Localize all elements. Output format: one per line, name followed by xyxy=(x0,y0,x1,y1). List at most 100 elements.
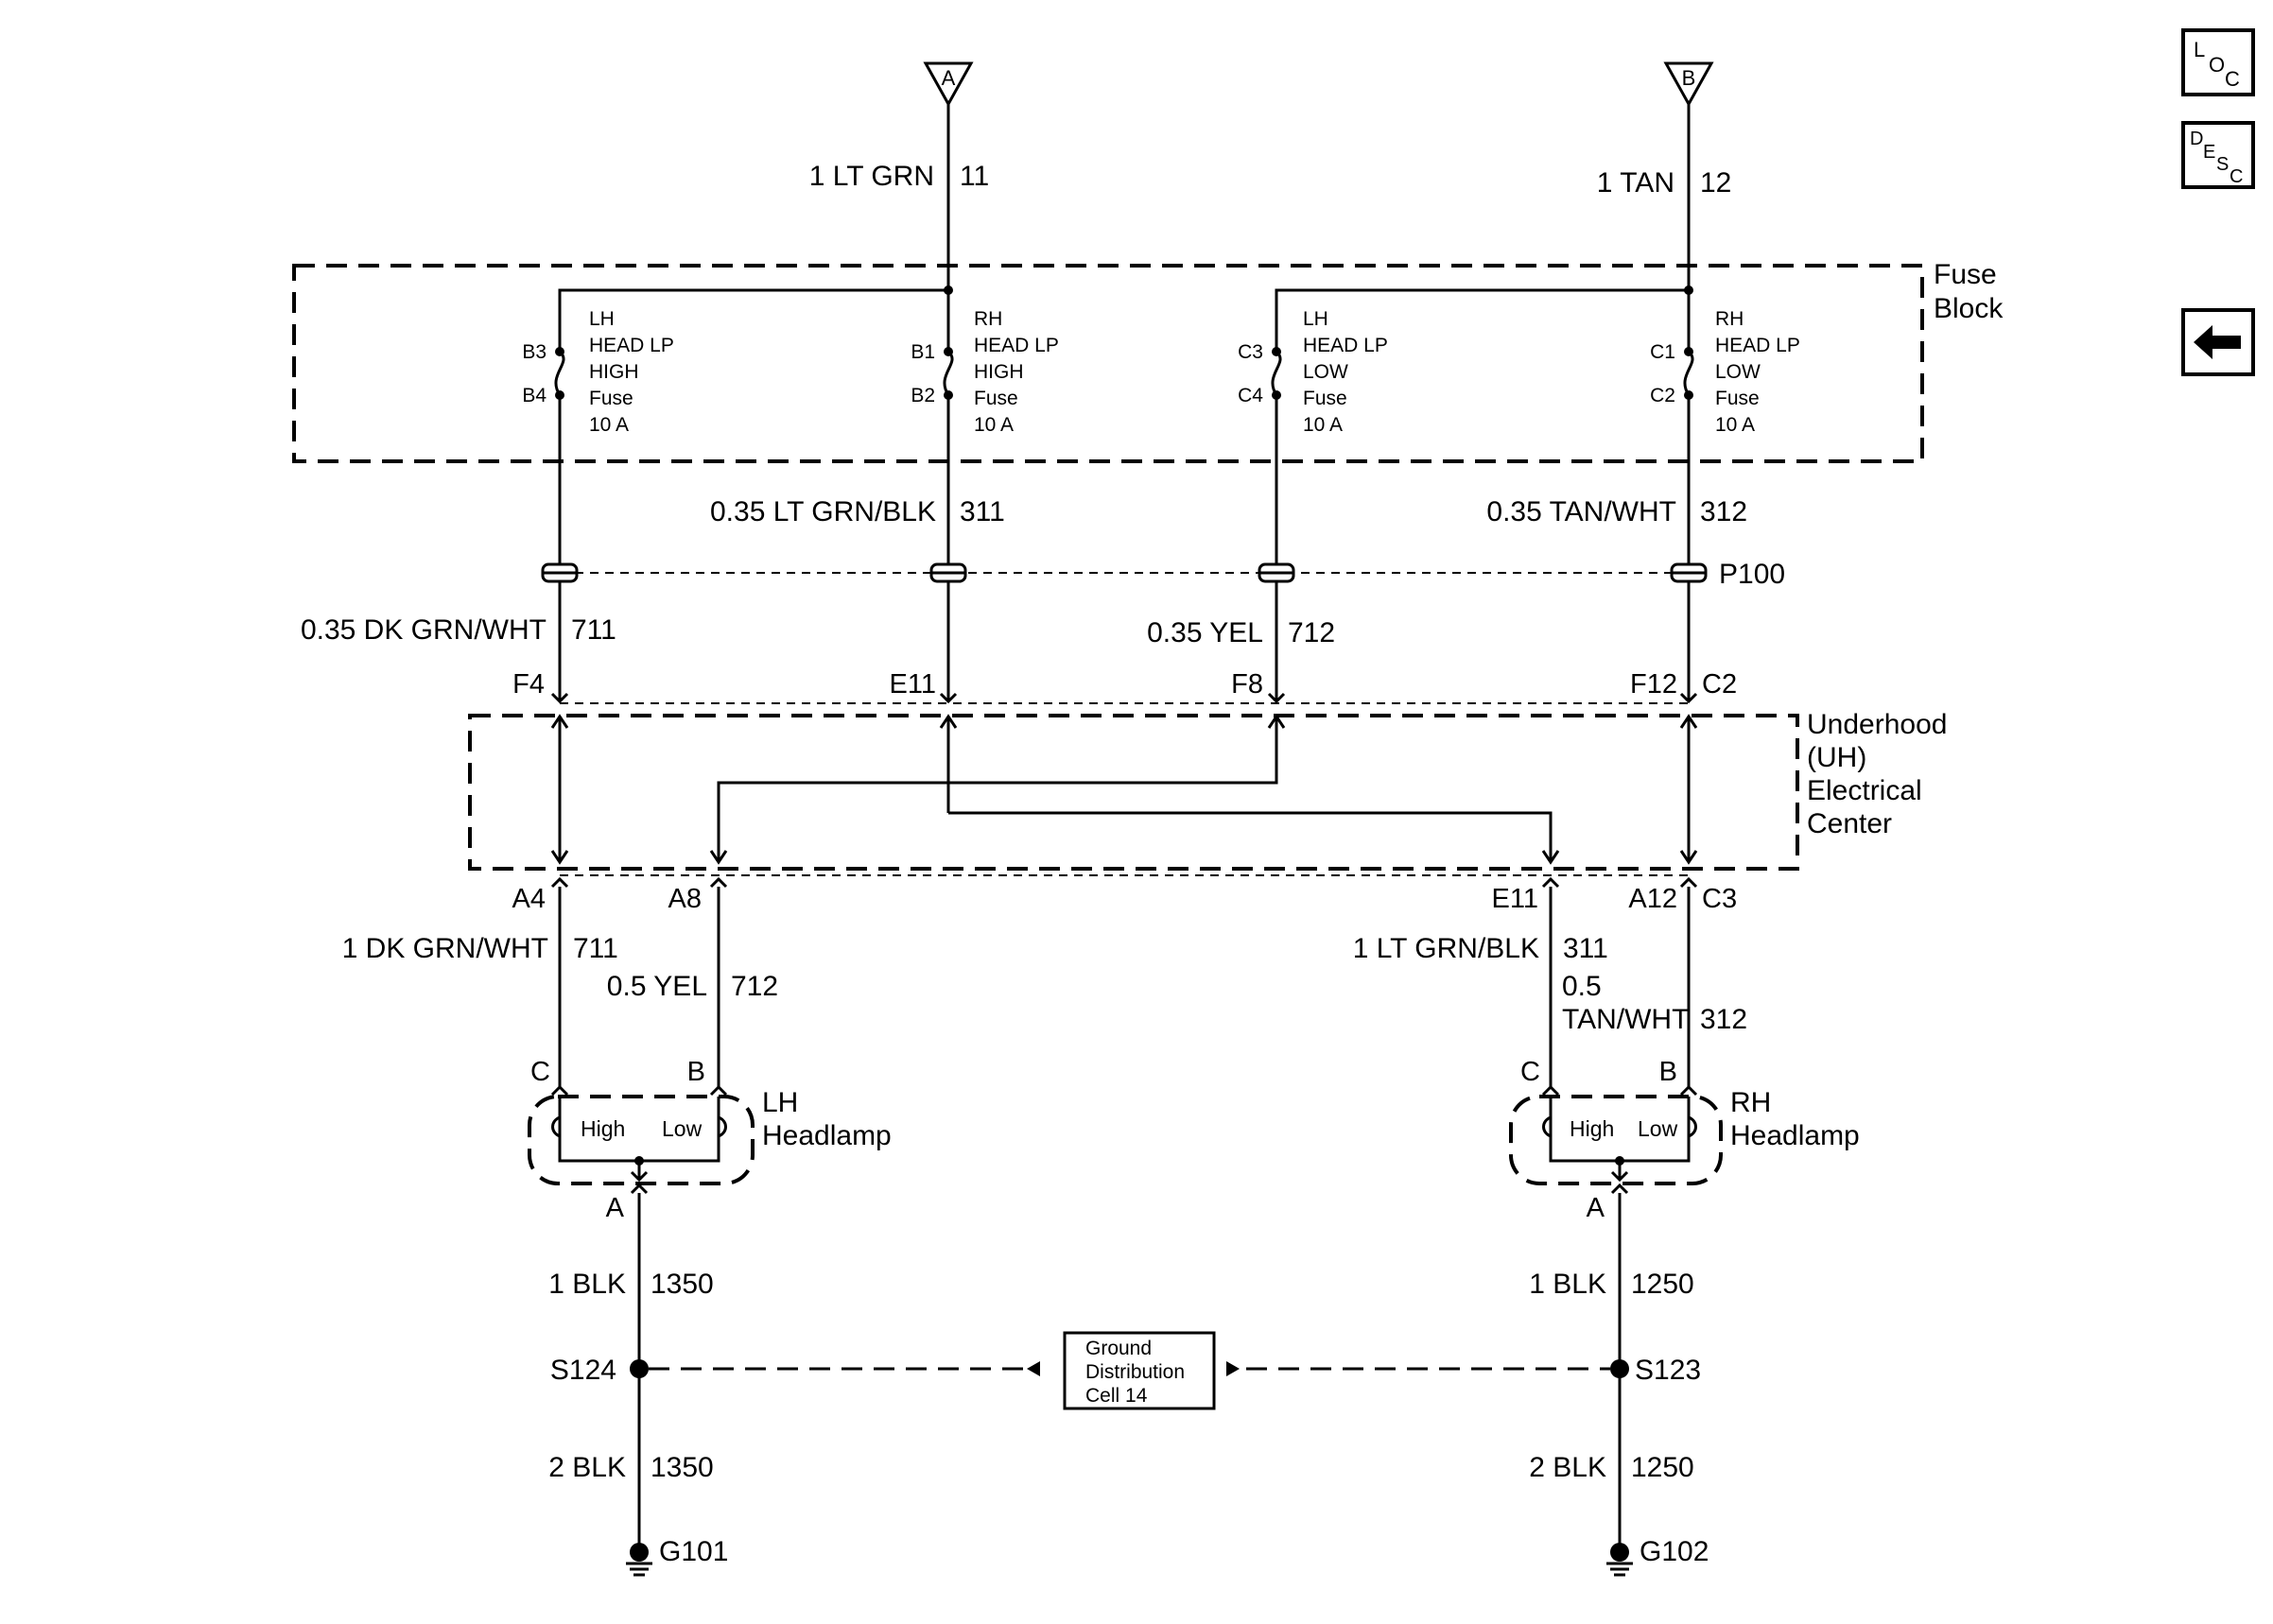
uh-top-connectors xyxy=(550,692,1698,704)
fuse-pin-c3: C3 xyxy=(1238,341,1263,363)
uh-center-title: (UH) xyxy=(1807,742,1866,773)
loc-button[interactable]: L O C xyxy=(2181,28,2255,96)
desc-button-letter: D xyxy=(2190,129,2203,149)
fuse-lh-high: B3 B4 LH HEAD LP HIGH Fuse 10 A xyxy=(522,308,674,436)
wire-12-label: 1 TAN xyxy=(1597,167,1674,199)
fuse-block-title-1: Fuse xyxy=(1934,259,1997,290)
splice-s124 xyxy=(630,1359,649,1378)
wire-712-label: 0.35 YEL xyxy=(1147,617,1263,648)
fuse-text: 10 A xyxy=(589,414,629,436)
splice-s123-label: S123 xyxy=(1635,1355,1701,1386)
fuse-text: Fuse xyxy=(1715,388,1760,409)
fuse-text: LOW xyxy=(1715,361,1761,383)
rh-low-label: Low xyxy=(1638,1116,1678,1141)
uh-pin-c3: C3 xyxy=(1702,884,1737,914)
fuse-text: LH xyxy=(589,308,615,330)
source-b-label: B xyxy=(1682,66,1696,90)
wire-11-circuit: 11 xyxy=(960,161,989,192)
desc-button-letter: C xyxy=(2230,166,2243,187)
uh-pin-e11-bottom: E11 xyxy=(1492,884,1538,914)
wire-rh-b-label-1: 0.5 xyxy=(1562,971,1602,1002)
wire-rh-b-label-2: TAN/WHT xyxy=(1562,1004,1689,1035)
ground-g101-icon xyxy=(626,1543,652,1577)
lh-high-label: High xyxy=(581,1116,625,1141)
uh-center-title: Electrical xyxy=(1807,775,1922,806)
wire-711-label: 0.35 DK GRN/WHT xyxy=(301,614,547,646)
wire-lh-gnd1-label: 1 BLK xyxy=(548,1269,626,1300)
fuse-text: RH xyxy=(1715,308,1744,330)
wire-rh-gnd1-circuit: 1250 xyxy=(1631,1269,1694,1300)
fuse-text: HEAD LP xyxy=(1715,335,1800,356)
wire-lh-b-circuit: 712 xyxy=(731,971,778,1002)
wire-711-circuit: 711 xyxy=(571,614,616,646)
ground-link-rh-arrow xyxy=(1226,1361,1240,1376)
source-a: A xyxy=(923,61,974,108)
wire-rh-gnd2-label: 2 BLK xyxy=(1529,1452,1606,1483)
wire-lh-c-circuit: 711 xyxy=(573,933,618,964)
fuse-text: RH xyxy=(974,308,1002,330)
loc-button-letter: C xyxy=(2225,67,2240,91)
rh-headlamp-title: Headlamp xyxy=(1730,1120,1860,1151)
fuse-text: Fuse xyxy=(974,388,1018,409)
uh-pin-a4: A4 xyxy=(512,884,546,914)
fuse-pin-b4: B4 xyxy=(522,385,547,406)
bus-b xyxy=(1275,288,1689,350)
fuse-rh-low: C1 C2 RH HEAD LP LOW Fuse 10 A xyxy=(1650,308,1800,436)
wire-712-circuit: 712 xyxy=(1288,617,1335,648)
ground-g102-icon xyxy=(1606,1543,1633,1577)
wire-312-label: 0.35 TAN/WHT xyxy=(1486,496,1676,527)
wire-lh-gnd1-circuit: 1350 xyxy=(651,1269,714,1300)
p100-connector xyxy=(541,562,1708,583)
lh-headlamp-pin-a: A xyxy=(606,1193,625,1223)
lh-headlamp-title: LH xyxy=(762,1087,798,1118)
rh-headlamp-pin-c: C xyxy=(1520,1057,1540,1087)
wire-lh-b-label: 0.5 YEL xyxy=(607,971,707,1002)
splice-s123 xyxy=(1610,1359,1629,1378)
back-arrow-icon xyxy=(2194,325,2241,359)
lh-headlamp-pin-b: B xyxy=(687,1057,705,1087)
wire-12-circuit: 12 xyxy=(1700,167,1731,199)
wire-rh-b-circuit: 312 xyxy=(1700,1004,1747,1035)
loc-button-letter: O xyxy=(2209,53,2225,77)
rh-headlamp-pin-b: B xyxy=(1659,1057,1677,1087)
fuse-text: HEAD LP xyxy=(589,335,674,356)
fuse-block-outline xyxy=(292,264,1924,463)
fuse-text: HEAD LP xyxy=(974,335,1059,356)
desc-button-letter: S xyxy=(2216,154,2229,175)
desc-button[interactable]: D E S C xyxy=(2181,121,2255,189)
uh-pin-f12: F12 xyxy=(1630,669,1677,700)
rh-headlamp-pin-a: A xyxy=(1587,1193,1605,1223)
uh-pin-a8: A8 xyxy=(668,884,702,914)
uh-internal-wiring xyxy=(550,714,1698,865)
wire-311-label: 0.35 LT GRN/BLK xyxy=(710,496,936,527)
ground-link-lh-arrow xyxy=(1027,1361,1040,1376)
uh-pin-c2: C2 xyxy=(1702,669,1737,700)
back-button[interactable] xyxy=(2181,308,2255,376)
fuse-pin-c2: C2 xyxy=(1650,385,1675,406)
lh-headlamp-title: Headlamp xyxy=(762,1120,892,1151)
fuse-pin-c4: C4 xyxy=(1238,385,1263,406)
fuse-text: 10 A xyxy=(974,414,1014,436)
rh-headlamp-outline xyxy=(1509,1095,1723,1185)
fuse-pin-b1: B1 xyxy=(911,341,935,363)
fuse-text: HIGH xyxy=(589,361,639,383)
wire-312-circuit: 312 xyxy=(1700,496,1747,527)
wire-rh-c-circuit: 311 xyxy=(1563,933,1608,964)
ground-distribution-link[interactable]: Ground Distribution Cell 14 xyxy=(1063,1331,1216,1410)
uh-bottom-connectors xyxy=(550,876,1698,889)
wire-rh-c-label: 1 LT GRN/BLK xyxy=(1353,933,1539,964)
lh-headlamp-outline xyxy=(528,1095,755,1185)
ground-distribution-text: Distribution xyxy=(1085,1361,1185,1383)
p100-label: P100 xyxy=(1719,559,1785,590)
uh-pin-f8: F8 xyxy=(1231,669,1263,700)
lh-low-label: Low xyxy=(662,1116,703,1141)
wire-311-circuit: 311 xyxy=(960,496,1005,527)
ground-g101-label: G101 xyxy=(659,1536,728,1567)
loc-button-letter: L xyxy=(2194,38,2205,61)
source-b: B xyxy=(1663,61,1714,108)
lh-headlamp-pin-c: C xyxy=(530,1057,550,1087)
fuse-text: LH xyxy=(1303,308,1328,330)
rh-headlamp-title: RH xyxy=(1730,1087,1771,1118)
wire-lh-c-label: 1 DK GRN/WHT xyxy=(342,933,548,964)
